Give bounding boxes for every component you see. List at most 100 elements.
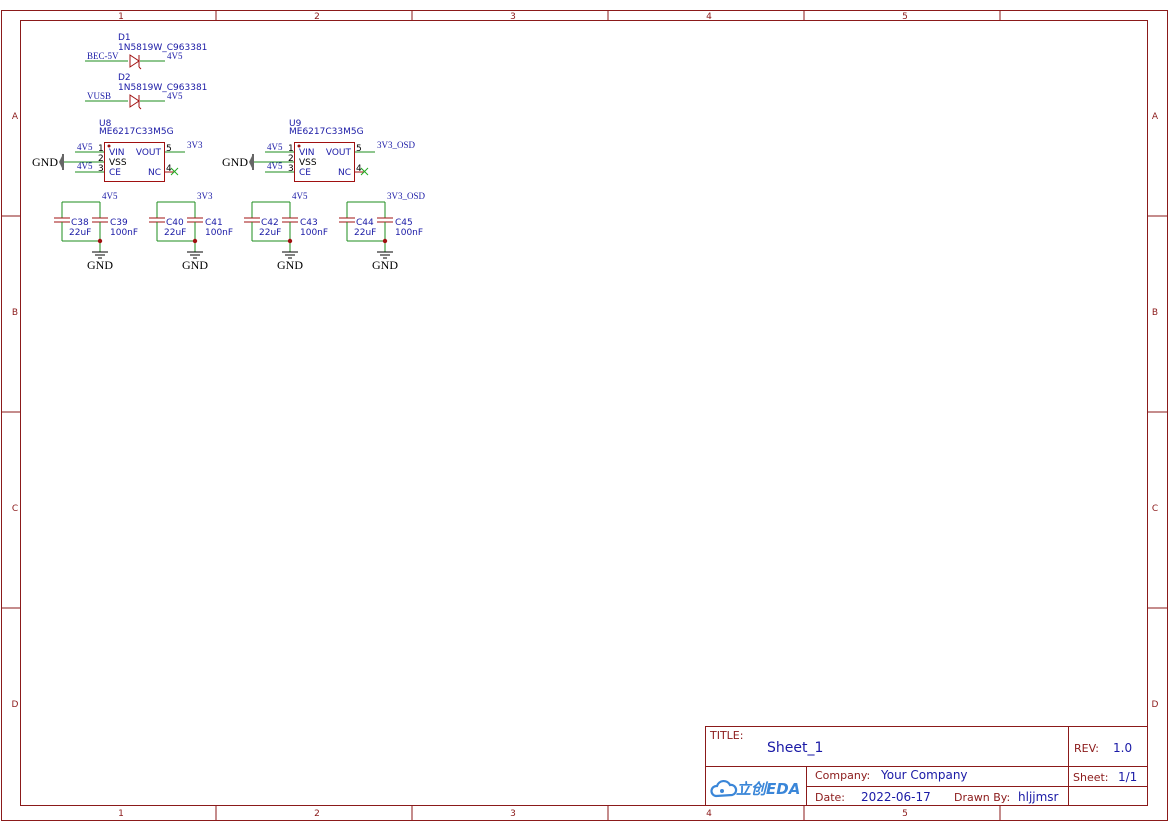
u8-value: ME6217C33M5G	[99, 127, 174, 137]
zone-col-4-bottom: 4	[706, 809, 712, 819]
c45-value: 100nF	[395, 228, 423, 238]
zone-col-1-top: 1	[118, 12, 124, 22]
u8-no-connect-icon	[170, 167, 179, 176]
sheet-label: Sheet:	[1073, 771, 1109, 784]
d1-out-net: 4V5	[167, 51, 183, 61]
d2-in-net: VUSB	[87, 91, 111, 101]
zone-row-b-right: B	[1152, 308, 1158, 318]
c42-ref: C42	[261, 218, 279, 228]
u9-pin2-name: VSS	[299, 158, 317, 168]
cap-group-c40-c41[interactable]: 3V3 C40 22uF C41 100nF GND	[149, 191, 233, 272]
zone-col-4-top: 4	[706, 12, 712, 22]
zone-row-c-right: C	[1152, 504, 1158, 514]
logo-text: 立创EDA	[736, 780, 800, 798]
u8-pin5-num: 5	[166, 144, 172, 154]
u9-gnd-label: GND	[222, 155, 248, 169]
d2-ref: D2	[118, 73, 131, 83]
c42-value: 22uF	[259, 228, 281, 238]
cap-group-0-gnd: GND	[87, 258, 113, 272]
cap-group-0-net: 4V5	[102, 191, 118, 201]
zone-col-5-bottom: 5	[902, 809, 908, 819]
sheet-value: 1/1	[1118, 770, 1137, 784]
d1-value: 1N5819W_C963381	[118, 43, 207, 53]
u9-pin3-num: 3	[288, 164, 294, 174]
diode-d1[interactable]: D1 1N5819W_C963381 BEC-5V 4V5	[85, 33, 207, 70]
c38-value: 22uF	[69, 228, 91, 238]
c43-ref: C43	[300, 218, 318, 228]
c44-value: 22uF	[354, 228, 376, 238]
regulator-u8[interactable]: U8 ME6217C33M5G 4V5 4V5 1 2 3 VIN VSS CE…	[32, 119, 203, 182]
company-value: Your Company	[880, 768, 968, 782]
u9-pin5-num: 5	[356, 144, 362, 154]
title-label: TITLE:	[709, 729, 743, 742]
u8-pin2-name: VSS	[109, 158, 127, 168]
gnd-symbol-icon	[92, 251, 108, 259]
zone-col-5-top: 5	[902, 12, 908, 22]
cap-group-1-gnd: GND	[182, 258, 208, 272]
rev-value: 1.0	[1113, 741, 1132, 755]
u8-pin3-name: CE	[109, 168, 121, 178]
cap-group-c42-c43[interactable]: 4V5 C42 22uF C43 100nF GND	[244, 191, 328, 272]
u8-vout-net: 3V3	[187, 140, 203, 150]
c38-ref: C38	[71, 218, 89, 228]
cap-group-3-gnd: GND	[372, 258, 398, 272]
u9-no-connect-icon	[360, 167, 369, 176]
zone-row-a-left: A	[12, 112, 19, 122]
cap-group-1-net: 3V3	[197, 191, 213, 201]
diode-d2[interactable]: D2 1N5819W_C963381 VUSB 4V5	[85, 73, 207, 110]
u8-pin2-num: 2	[98, 154, 104, 164]
c39-ref: C39	[110, 218, 128, 228]
u8-pin4-name: NC	[148, 168, 161, 178]
sheet-title: Sheet_1	[767, 740, 823, 756]
u8-pin5-name: VOUT	[136, 148, 162, 158]
u9-gnd-port-icon	[249, 154, 254, 170]
rev-label: REV:	[1074, 742, 1099, 755]
c40-ref: C40	[166, 218, 184, 228]
c44-ref: C44	[356, 218, 374, 228]
zone-row-d-right: D	[1152, 700, 1159, 710]
c41-ref: C41	[205, 218, 223, 228]
u8-ref: U8	[99, 119, 112, 129]
zone-col-3-bottom: 3	[510, 809, 516, 819]
u8-pin3-net: 4V5	[77, 161, 93, 171]
cap-group-c44-c45[interactable]: 3V3_OSD C44 22uF C45 100nF GND	[339, 191, 426, 272]
u8-gnd-port-icon	[59, 154, 64, 170]
zone-row-c-left: C	[12, 504, 18, 514]
c45-ref: C45	[395, 218, 413, 228]
sheet-frame: 1 2 3 4 5 1 2 3 4 5 A B C D A B C D	[1, 10, 1168, 821]
cap-group-2-net: 4V5	[292, 191, 308, 201]
lceda-logo: 立创EDA	[710, 779, 800, 798]
u9-vout-net: 3V3_OSD	[377, 140, 416, 150]
u9-pin4-name: NC	[338, 168, 351, 178]
cap-group-c38-c39[interactable]: 4V5 C38 22uF C39 100nF GND	[54, 191, 138, 272]
d2-out-net: 4V5	[167, 91, 183, 101]
c43-value: 100nF	[300, 228, 328, 238]
zone-row-a-right: A	[1152, 112, 1159, 122]
gnd-symbol-icon	[187, 251, 203, 259]
u8-pin1-num: 1	[98, 144, 104, 154]
c39-value: 100nF	[110, 228, 138, 238]
u9-pin1-net: 4V5	[267, 142, 283, 152]
regulator-u9[interactable]: U9 ME6217C33M5G 4V5 4V5 1 2 3 VIN VSS CE…	[222, 119, 416, 182]
date-value: 2022-06-17	[861, 790, 931, 804]
zone-col-2-top: 2	[314, 12, 320, 22]
d1-in-net: BEC-5V	[87, 51, 119, 61]
gnd-symbol-icon	[377, 251, 393, 259]
u9-pin1-name: VIN	[299, 148, 315, 158]
u8-pin1-net: 4V5	[77, 142, 93, 152]
zone-col-2-bottom: 2	[314, 809, 320, 819]
u8-pin4-num: 4	[166, 164, 172, 174]
drawn-by-label: Drawn By:	[954, 791, 1010, 804]
u9-pin1-num: 1	[288, 144, 294, 154]
u9-pin5-name: VOUT	[326, 148, 352, 158]
zone-row-d-left: D	[12, 700, 19, 710]
u9-pin3-net: 4V5	[267, 161, 283, 171]
gnd-symbol-icon	[282, 251, 298, 259]
zone-row-b-left: B	[12, 308, 18, 318]
c41-value: 100nF	[205, 228, 233, 238]
u9-ref: U9	[289, 119, 302, 129]
cloud-icon	[710, 779, 738, 798]
drawn-by-value: hljjmsr	[1018, 790, 1059, 804]
zone-col-1-bottom: 1	[118, 809, 124, 819]
